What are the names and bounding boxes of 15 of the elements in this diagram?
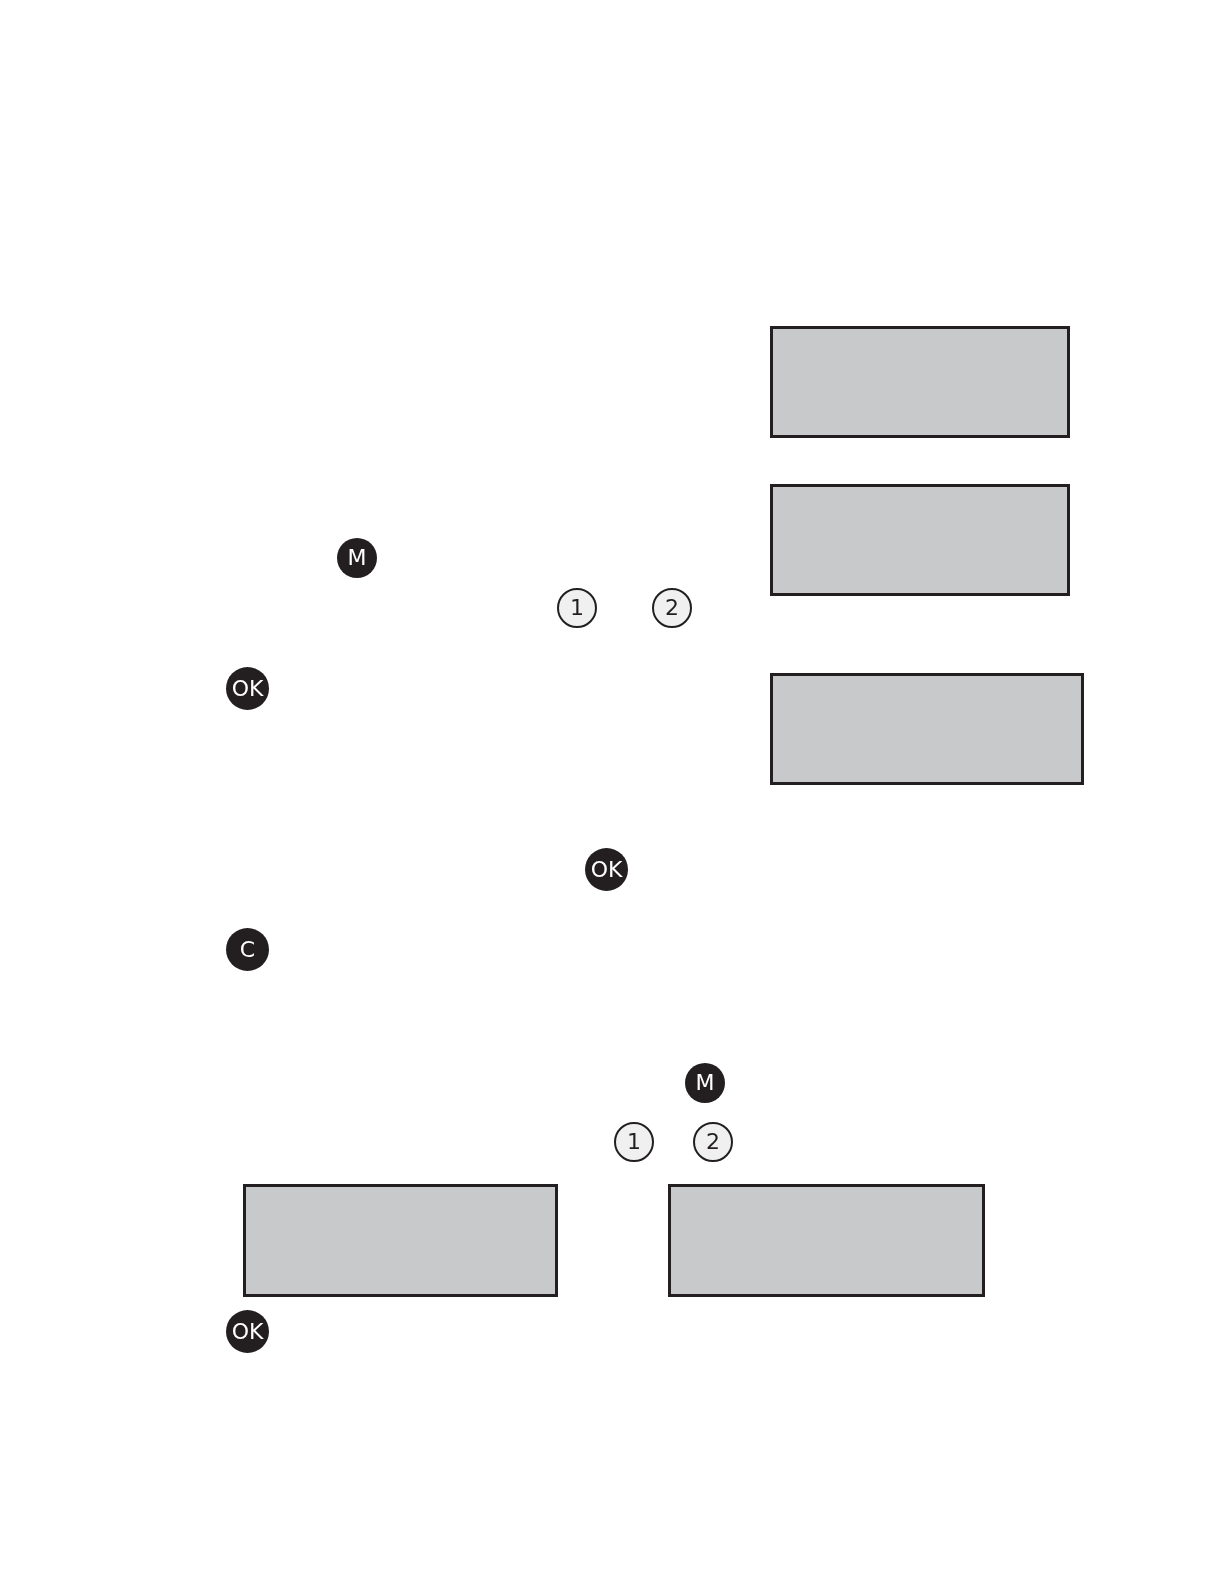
number-key: 2 [652, 588, 692, 628]
lcd-display [243, 1184, 558, 1297]
lcd-display [770, 484, 1070, 596]
ok-key: OK [226, 1310, 269, 1353]
number-key: 2 [693, 1122, 733, 1162]
clear-key: C [226, 928, 269, 971]
ok-key: OK [585, 848, 628, 891]
lcd-display [668, 1184, 985, 1297]
menu-key: M [337, 538, 377, 578]
lcd-display [770, 673, 1084, 785]
number-key: 1 [614, 1122, 654, 1162]
ok-key: OK [226, 667, 269, 710]
menu-key: M [685, 1063, 725, 1103]
number-key: 1 [557, 588, 597, 628]
lcd-display [770, 326, 1070, 438]
